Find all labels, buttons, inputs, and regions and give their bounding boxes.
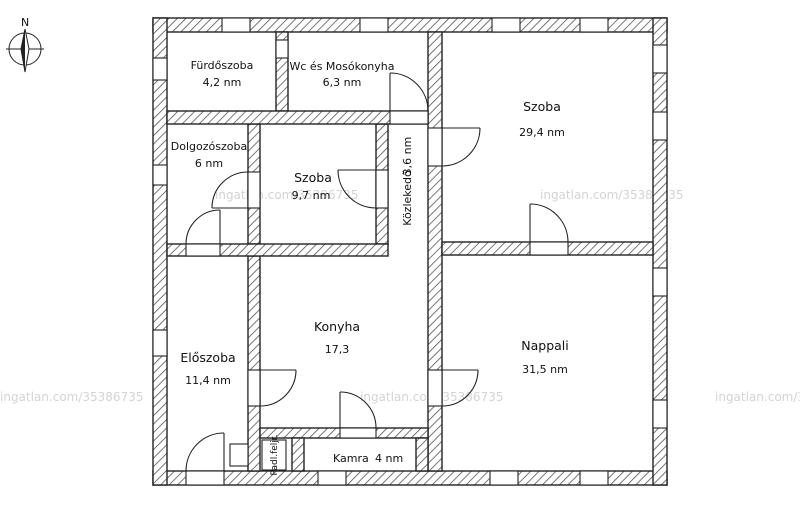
door-entrance — [185, 432, 225, 486]
compass-label: N — [21, 16, 29, 29]
room-name-szoba-small: Szoba — [294, 170, 332, 185]
room-name-kamra: Kamra — [333, 452, 369, 465]
door-szoba-big — [529, 203, 569, 256]
room-area-konyha: 17,3 — [325, 343, 350, 356]
room-name-wc: Wc és Mosókonyha — [290, 60, 395, 73]
room-name-nappali: Nappali — [521, 338, 569, 353]
watermark-text: ingatlan.com/35386735 — [715, 390, 800, 404]
room-area-wc: 6,3 nm — [323, 76, 362, 89]
watermarks: ingatlan.com/35386735 ingatlan.com/35386… — [0, 188, 800, 404]
room-area-nappali: 31,5 nm — [522, 363, 568, 376]
windows — [152, 17, 668, 486]
room-name-kozlekedo: Közlekedő — [401, 170, 414, 226]
room-name-szoba-big: Szoba — [523, 99, 561, 114]
room-name-furdoszoba: Fürdőszoba — [191, 59, 254, 72]
room-area-kozlekedo: 3,6 nm — [401, 137, 414, 176]
watermark-text: ingatlan.com/35386735 — [215, 188, 358, 202]
room-area-kamra: 4 nm — [375, 452, 403, 465]
room-name-eloszoba: Előszoba — [180, 350, 235, 365]
door-nappali — [427, 369, 479, 407]
room-area-szoba-big: 29,4 nm — [519, 126, 565, 139]
door-szoba-small — [337, 169, 389, 209]
door-kozlekedo-szoba — [427, 127, 481, 167]
room-name-dolgozo: Dolgozószoba — [171, 140, 247, 153]
door-dolgozo — [211, 171, 261, 209]
door-kamra — [339, 391, 377, 439]
room-name-padlas: Padl.feljr. — [270, 434, 280, 475]
watermark-text: ingatlan.com/35386735 — [0, 390, 143, 404]
door-eloszoba-side — [229, 443, 249, 467]
room-labels: Fürdőszoba 4,2 nm Wc és Mosókonyha 6,3 n… — [171, 59, 569, 476]
doors — [185, 72, 569, 486]
door-wc — [389, 72, 429, 125]
door-konyha-left — [247, 369, 297, 407]
door-dolgozo-bottom — [185, 209, 221, 257]
room-area-furdoszoba: 4,2 nm — [203, 76, 242, 89]
room-area-eloszoba: 11,4 nm — [185, 374, 231, 387]
room-name-konyha: Konyha — [314, 319, 360, 334]
room-area-dolgozo: 6 nm — [195, 157, 223, 170]
room-area-szoba-small: 9,7 nm — [292, 189, 331, 202]
compass-icon: N — [6, 16, 44, 73]
attic-access-box — [261, 439, 287, 471]
watermark-text: ingatlan.com/35386735 — [540, 188, 683, 202]
